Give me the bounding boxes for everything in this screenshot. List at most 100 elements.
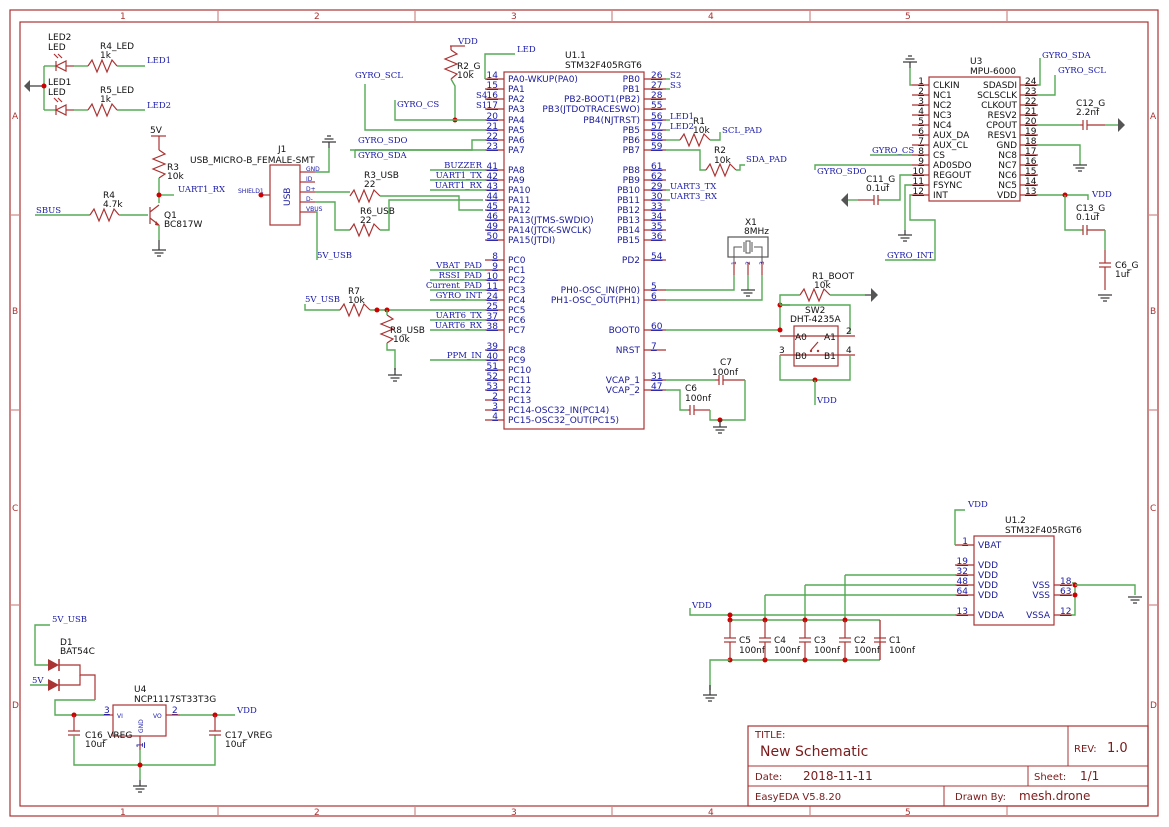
mcu-pin-number: 55 [651,101,662,111]
net-label-vdd-reg[interactable]: VDD [236,706,257,716]
net-label[interactable]: LED1 [670,112,694,122]
row-label: A [1150,112,1157,122]
imu-pin-number: 13 [1025,187,1036,197]
net-label-gyro-scl-imu[interactable]: GYRO_SCL [1058,66,1106,76]
r3-resistor[interactable] [151,149,167,179]
column-label: 1 [120,12,126,22]
net-label-5v[interactable]: 5V [32,676,44,686]
net-label[interactable]: S4 [476,91,487,101]
r4-led-resistor[interactable] [87,58,118,74]
net-label-sda-pad[interactable]: SDA_PAD [746,155,787,165]
net-label-gyro-cs-imu[interactable]: GYRO_CS [872,146,914,156]
r5-led-resistor[interactable] [87,102,118,118]
net-label-vdd[interactable]: VDD [457,37,478,47]
net-label[interactable]: VBAT_PAD [435,261,482,271]
net-label[interactable]: UART6_TX [436,311,483,321]
mcu-pin-name: PA8 [508,166,525,176]
mcu-pin-name: VCAP_1 [606,376,640,386]
net-label-gyro-sdo-imu[interactable]: GYRO_SDO [817,167,867,177]
decoupling-capacitor[interactable] [874,620,886,660]
net-label[interactable]: RSSI_PAD [439,271,483,281]
decoupling-capacitor[interactable] [799,620,811,660]
q1-transistor[interactable] [149,204,160,226]
mcu-pin-number: 7 [651,342,657,352]
led1-diode[interactable] [44,97,74,116]
net-label-uart1-rx[interactable]: UART1_RX [178,185,226,195]
net-label[interactable]: GYRO_SCL [355,71,403,81]
net-label-5v-usb-r7[interactable]: 5V_USB [305,295,340,305]
mcu-pin-number: 35 [651,222,662,232]
r2-g-resistor[interactable] [443,49,459,80]
r4-resistor[interactable] [89,207,120,223]
mcu-pin-number: 57 [651,122,662,132]
decoupling-capacitor[interactable] [724,620,736,660]
led2-diode[interactable] [44,53,74,72]
r2-resistor[interactable] [705,162,737,178]
net-label-5v-usb[interactable]: 5V_USB [317,251,352,261]
net-label[interactable]: UART3_RX [670,192,718,202]
cap-value: 100nf [854,646,881,656]
mcu-pin-number: 30 [651,192,663,202]
mcu-body[interactable] [503,71,645,430]
mcu-power-body[interactable] [973,535,1055,626]
net-label-vdd-boot[interactable]: VDD [816,396,837,406]
net-label[interactable]: GYRO_CS [397,100,439,110]
mcu-pin-number: 43 [487,182,498,192]
net-label[interactable]: UART1_TX [436,171,483,181]
net-label[interactable]: UART6_RX [435,321,483,331]
net-label-led1[interactable]: LED1 [147,56,171,66]
net-label-vdd-vbat[interactable]: VDD [967,500,988,510]
mcu-pin-number: 47 [651,382,662,392]
sw2-pin-2: 2 [846,327,852,337]
net-label-5v-usb-reg[interactable]: 5V_USB [52,615,87,625]
net-label[interactable]: UART1_RX [435,181,483,191]
crystal-body[interactable] [727,236,769,258]
net-label-led2[interactable]: LED2 [147,101,171,111]
r4-led-ref: R4_LED [100,42,134,52]
imu-pin-name: NC4 [933,121,952,131]
net-label[interactable]: LED2 [670,122,694,132]
net-label-sbus[interactable]: SBUS [36,206,61,216]
r3-usb-resistor[interactable] [349,188,381,204]
imu-pin-name: AUX_DA [933,131,970,141]
net-label[interactable]: S3 [670,81,681,91]
r1-boot-resistor[interactable] [799,287,831,303]
net-label[interactable]: Current_PAD [426,281,482,291]
net-label[interactable]: S1 [476,101,487,111]
imu-pin-name: AUX_CL [933,141,968,151]
r7-resistor[interactable] [339,302,371,318]
net-label-gyro-int-imu[interactable]: GYRO_INT [887,251,934,261]
r8-usb-resistor[interactable] [379,314,395,344]
c6-value: 100nf [685,394,712,404]
sw2-switch[interactable] [793,325,839,367]
net-label[interactable]: BUZZER [444,161,482,171]
net-label[interactable]: PPM_IN [447,351,483,361]
net-label-vdd-imu[interactable]: VDD [1091,190,1112,200]
mcu-pin-number: 49 [487,222,499,232]
c13-value: 0.1uf [1076,213,1100,223]
decoupling-capacitor[interactable] [839,620,851,660]
column-label: 1 [120,808,126,818]
pm-pin-number: 18 [1060,577,1072,587]
net-label[interactable]: S2 [670,71,681,81]
net-label-led[interactable]: LED [517,45,536,55]
net-label-gyro-sda-imu[interactable]: GYRO_SDA [1042,51,1092,61]
decoupling-capacitor[interactable] [759,620,771,660]
net-label[interactable]: UART3_TX [670,182,717,192]
cap-ref: C4 [774,636,786,646]
net-label[interactable]: GYRO_INT [436,291,483,301]
net-label-scl-pad[interactable]: SCL_PAD [722,126,762,136]
r6-usb-resistor[interactable] [349,222,381,238]
imu-body[interactable] [928,76,1021,202]
net-label[interactable]: GYRO_SDO [358,136,408,146]
d1-diode[interactable] [48,659,60,691]
mcu-pin-number: 21 [487,122,498,132]
net-label-vdd-rail[interactable]: VDD [691,601,712,611]
mcu-pin-number: 5 [651,282,657,292]
mcu-pin-number: 33 [651,202,662,212]
net-label[interactable]: GYRO_SDA [358,151,408,161]
mcu-pin-name: PB12 [617,206,640,216]
r1-resistor[interactable] [679,132,711,148]
